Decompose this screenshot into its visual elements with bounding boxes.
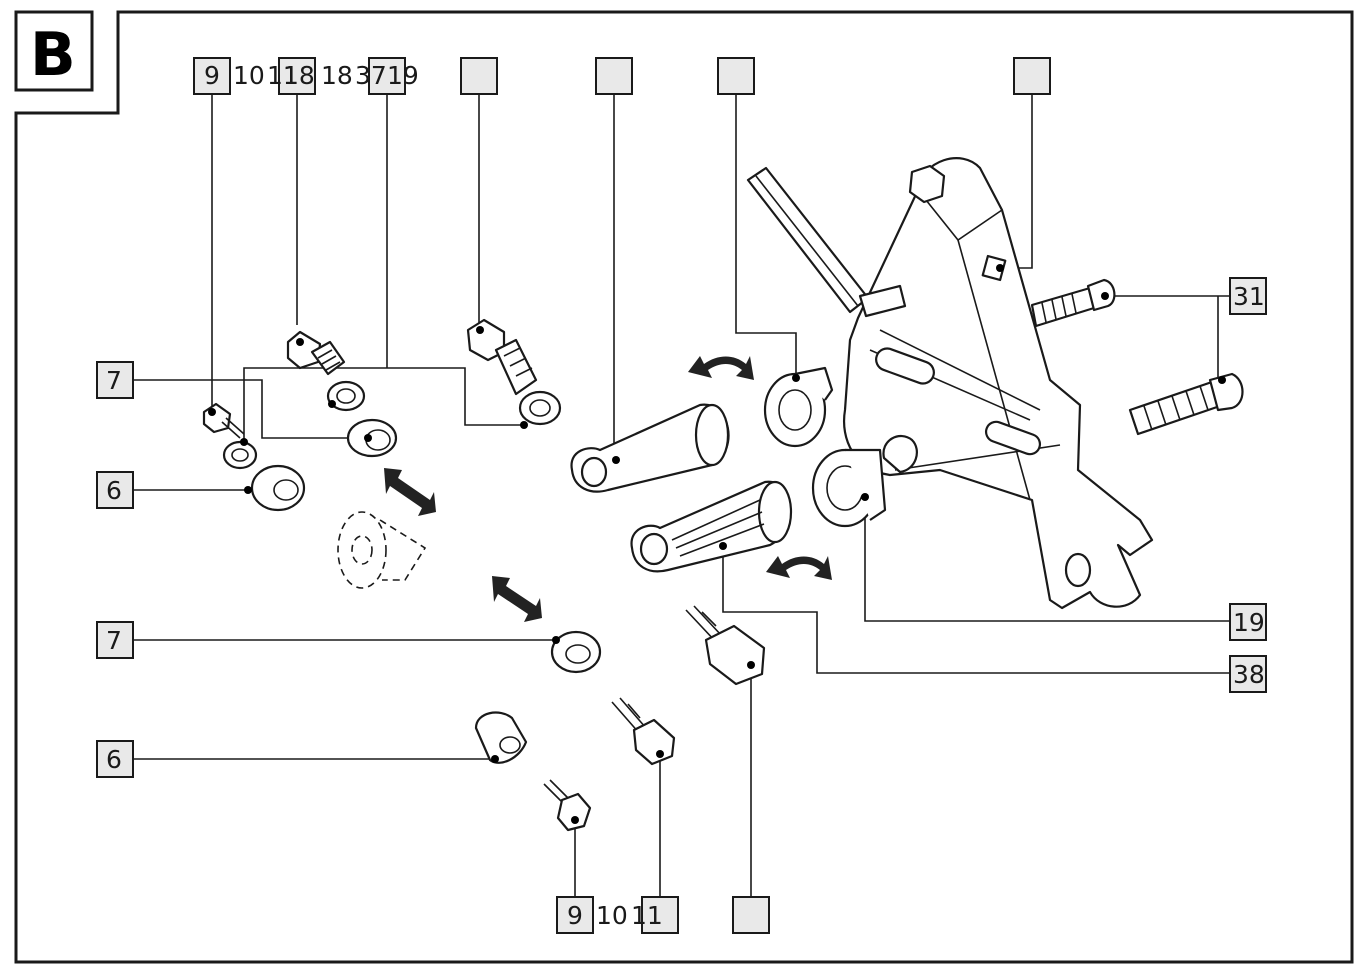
- adjuster-rod-right: [466, 318, 562, 429]
- panel-letter-box: [14, 10, 94, 92]
- bolt-31-upper: [1030, 278, 1116, 328]
- rotation-arrow-upper: [688, 356, 754, 380]
- bushing-7a: [346, 418, 398, 458]
- callout-label-18b-top: 18: [321, 61, 353, 90]
- callout-box-7a: [96, 361, 134, 399]
- dashed-ghost-lever: [337, 511, 427, 589]
- rearset-bracket: [746, 157, 1154, 610]
- bushing-6a: [244, 464, 306, 512]
- callout-box-empty-2: [595, 57, 633, 95]
- bushing-upper: [763, 366, 834, 448]
- exchange-arrow-upper: [384, 468, 436, 516]
- callout-label-11-bottom: 11: [631, 901, 663, 930]
- callout-label-9-bottom: 9: [567, 901, 583, 930]
- callout-label-19-top: 19: [387, 61, 419, 90]
- callout-label-9-top: 9: [204, 61, 220, 90]
- callout-box-19: [1229, 603, 1267, 641]
- callout-box-6a: [96, 471, 134, 509]
- callout-label-31: 31: [1233, 282, 1265, 311]
- rotation-arrow-lower: [766, 556, 832, 580]
- bushing-6b: [474, 711, 528, 764]
- callout-box-empty-3: [717, 57, 755, 95]
- bushing-7b: [550, 630, 602, 674]
- lever-upper: [570, 403, 730, 493]
- bolt-bottom-right: [685, 605, 766, 686]
- bushing-lower: [811, 448, 887, 528]
- lever-lower-38: [630, 480, 793, 573]
- panel-letter: B: [30, 20, 76, 90]
- bolt-11-bottom: [611, 697, 676, 766]
- callout-box-bottom-11: [641, 896, 679, 934]
- bolt-31-lower: [1128, 372, 1244, 436]
- exchange-arrow-lower: [492, 576, 542, 622]
- callout-label-37-top: 37: [355, 61, 387, 90]
- callout-label-7a: 7: [106, 366, 122, 395]
- small-bolt-9-bottom: [543, 779, 592, 832]
- callout-label-10-bottom: 10: [596, 901, 628, 930]
- callout-label-11-top: 11: [267, 61, 299, 90]
- small-bolt-9-top: [202, 402, 258, 470]
- callout-box-empty-1: [460, 57, 498, 95]
- callout-box-empty-4: [1013, 57, 1051, 95]
- callout-label-6a: 6: [106, 476, 122, 505]
- callout-label-18a-top: 18: [283, 61, 315, 90]
- callout-box-6b: [96, 740, 134, 778]
- callout-label-38: 38: [1233, 660, 1265, 689]
- callout-box-bottom-9: [556, 896, 594, 934]
- callout-label-6b: 6: [106, 745, 122, 774]
- panel-frame: [14, 10, 1354, 964]
- callout-box-bottom-empty: [732, 896, 770, 934]
- callout-label-10-top: 10: [233, 61, 265, 90]
- callout-box-38: [1229, 655, 1267, 693]
- callout-label-19: 19: [1233, 608, 1265, 637]
- callout-box-top-37: [368, 57, 406, 95]
- adjuster-rod-upper: [286, 330, 366, 412]
- callout-label-7b: 7: [106, 626, 122, 655]
